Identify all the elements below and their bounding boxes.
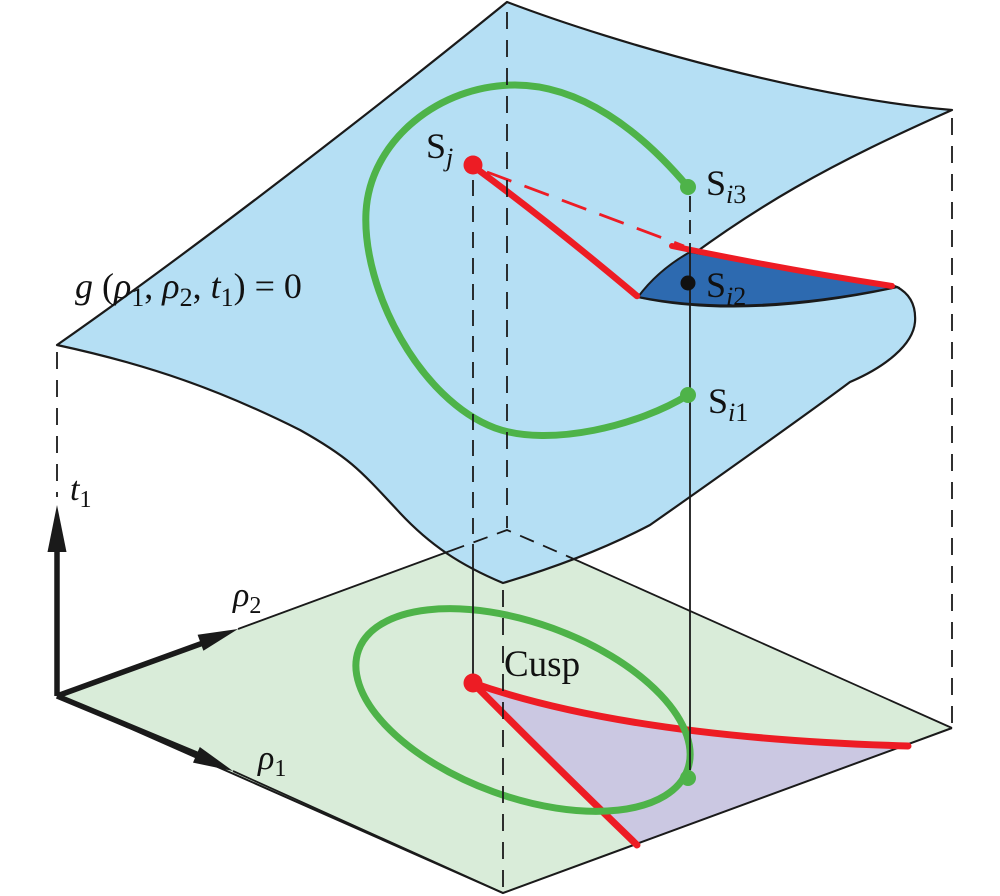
- rho2-axis-shaft: [56, 640, 204, 699]
- si1-point: [680, 387, 696, 403]
- t1-axis-label: t1: [70, 471, 91, 513]
- plane-circle: [352, 605, 694, 815]
- cusp-branch-lower: [469, 679, 641, 849]
- trajectory-red: [469, 162, 641, 300]
- rho1-extension-solid: [232, 770, 504, 894]
- construction-lines: [56, 12, 953, 894]
- axes-group: [47, 505, 238, 771]
- rho1-axis-label: ρ1: [257, 740, 286, 782]
- rho2-axis-arrowhead: [197, 629, 238, 651]
- marker-dots: [463, 155, 696, 786]
- cusp-branch-upper: [469, 679, 912, 750]
- cusp-label: Cusp: [504, 644, 580, 685]
- sj-label: Sj: [426, 126, 453, 172]
- plane-circle-point: [680, 770, 696, 786]
- surface-equation-label: g (ρ1, ρ2, t1) = 0: [75, 266, 302, 312]
- trajectory-hidden-red-dashed: [486, 170, 685, 248]
- rho1-axis-shaft: [55, 693, 201, 758]
- rho2-axis-label: ρ2: [232, 577, 261, 619]
- si2-label: Si2: [706, 265, 746, 311]
- t1-axis-arrowhead: [47, 505, 67, 552]
- cusp-point: [463, 673, 483, 693]
- rho2-extension-solid: [237, 550, 451, 630]
- base-plane-group: [56, 530, 953, 895]
- si3-point: [680, 179, 696, 195]
- si3-label: Si3: [706, 163, 746, 209]
- fold-edge-red: [669, 243, 895, 289]
- rho1-axis-arrowhead: [193, 747, 233, 771]
- sj-point: [463, 155, 483, 175]
- rho2-extension-dashed: [449, 529, 568, 557]
- surface-group: [55, 0, 954, 585]
- surface-sheet: [55, 0, 954, 585]
- plane-edge-back-right: [566, 555, 953, 729]
- si2-point: [680, 275, 696, 291]
- si1-label: Si1: [708, 381, 748, 427]
- surface-circle-arc: [362, 81, 692, 440]
- labels-group: g (ρ1, ρ2, t1) = 0 Sj Si3 Si2 Si1 Cusp t…: [70, 126, 748, 782]
